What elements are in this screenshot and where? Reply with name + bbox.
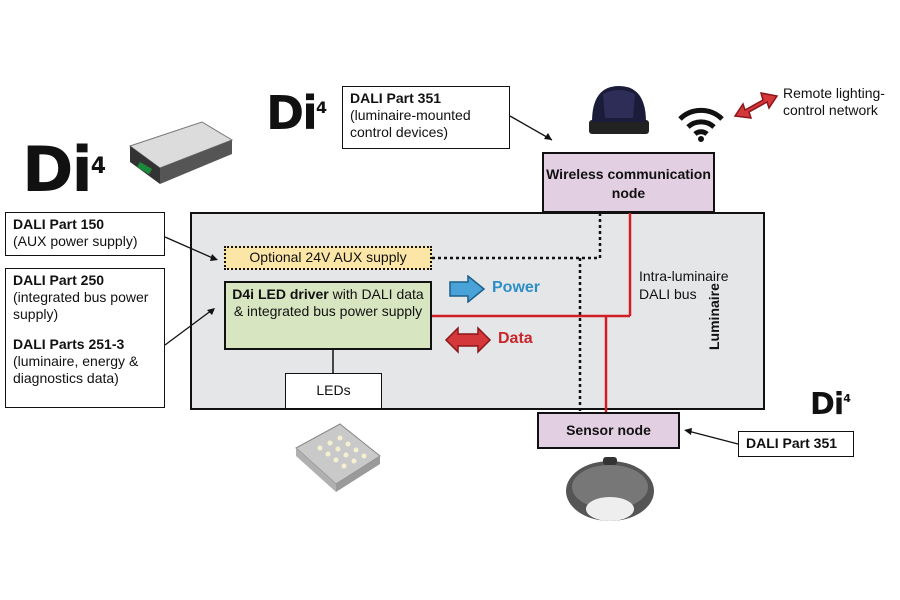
leds-label: LEDs <box>316 382 351 398</box>
callout-dali-part-250-251: DALI Part 250 (integrated bus power supp… <box>5 268 165 408</box>
wireless-node-image <box>589 86 649 134</box>
callout-dali-part-351-bottom: DALI Part 351 <box>738 431 854 457</box>
leds-box: LEDs <box>285 373 382 409</box>
power-arrow-icon <box>449 275 486 303</box>
sensor-image <box>566 457 654 521</box>
callout-title: DALI Part 351 <box>746 435 838 451</box>
data-double-arrow-icon <box>444 326 492 354</box>
d4i-logo: Di4 <box>266 90 346 144</box>
intra-luminaire-bus-label: Intra-luminaire DALI bus <box>639 268 729 302</box>
data-label: Data <box>498 330 533 347</box>
callout-text: (AUX power supply) <box>13 233 138 249</box>
d4i-logo-superscript: 4 <box>843 391 851 405</box>
callout-text: (luminaire, energy & diagnostics data) <box>13 353 139 386</box>
callout-title: DALI Part 351 <box>350 90 442 106</box>
led-module-image <box>295 423 381 492</box>
callout-text: (luminaire-mounted control devices) <box>350 107 471 140</box>
d4i-led-driver-box: D4i LED driver with DALI data & integrat… <box>224 281 432 350</box>
aux-supply-box: Optional 24V AUX supply <box>224 246 432 270</box>
wireless-node-label: Wireless communication node <box>546 166 711 201</box>
sensor-node: Sensor node <box>537 412 680 449</box>
callout-dali-part-351-top: DALI Part 351 (luminaire-mounted control… <box>342 86 510 149</box>
d4i-logo-letters: Di <box>810 387 844 422</box>
d4i-logo-letters: Di <box>22 133 93 206</box>
remote-network-label: Remote lighting-control network <box>783 85 885 118</box>
driver-label-rest: with DALI data & integrated bus power su… <box>233 286 424 319</box>
d4i-logo: Di4 <box>22 139 132 204</box>
power-label: Power <box>492 279 541 296</box>
callout-dali-part-150: DALI Part 150 (AUX power supply) <box>5 212 165 256</box>
d4i-logo-superscript: 4 <box>315 97 328 117</box>
wireless-communication-node: Wireless communication node <box>542 152 715 213</box>
aux-supply-label: Optional 24V AUX supply <box>249 249 407 265</box>
driver-label-bold: D4i LED driver <box>232 286 329 302</box>
callout-title: DALI Part 250 <box>13 272 105 288</box>
led-driver-image <box>128 121 234 184</box>
wifi-icon <box>678 107 724 142</box>
callout-text: (integrated bus power supply) <box>13 289 149 322</box>
d4i-logo: Di4 <box>810 390 860 426</box>
callout-title: DALI Parts 251-3 <box>13 336 125 352</box>
d4i-logo-letters: Di <box>266 86 318 140</box>
d4i-logo-superscript: 4 <box>90 153 107 179</box>
remote-double-arrow-icon <box>733 92 779 119</box>
sensor-node-label: Sensor node <box>566 422 651 438</box>
callout-title: DALI Part 150 <box>13 216 105 232</box>
